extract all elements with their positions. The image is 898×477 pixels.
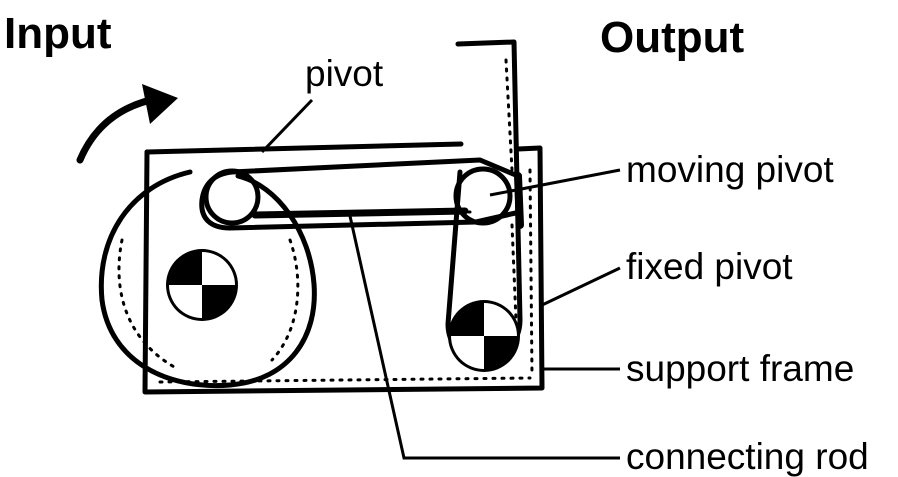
- connecting-rod-label: connecting rod: [626, 436, 869, 477]
- moving-pivot: [453, 166, 513, 226]
- moving-pivot-leader: [489, 168, 621, 197]
- fixed-pivot-label: fixed pivot: [626, 246, 793, 287]
- rod-pivot: [203, 168, 261, 226]
- pivot-label: pivot: [305, 53, 384, 94]
- rotation-arrow-icon: [76, 84, 178, 164]
- output-fixed-pivot: [448, 300, 520, 372]
- support-frame: [142, 141, 545, 395]
- output-heading: Output: [600, 13, 745, 62]
- moving-pivot-label: moving pivot: [626, 149, 834, 190]
- wheel-fixed-pivot: [166, 249, 238, 321]
- input-wheel: [98, 169, 317, 389]
- fixed-pivot-leader: [539, 266, 621, 308]
- support-frame-label: support frame: [626, 348, 854, 389]
- pivot-leader: [260, 98, 314, 154]
- connecting-rod-leader: [348, 215, 620, 460]
- input-heading: Input: [4, 9, 112, 58]
